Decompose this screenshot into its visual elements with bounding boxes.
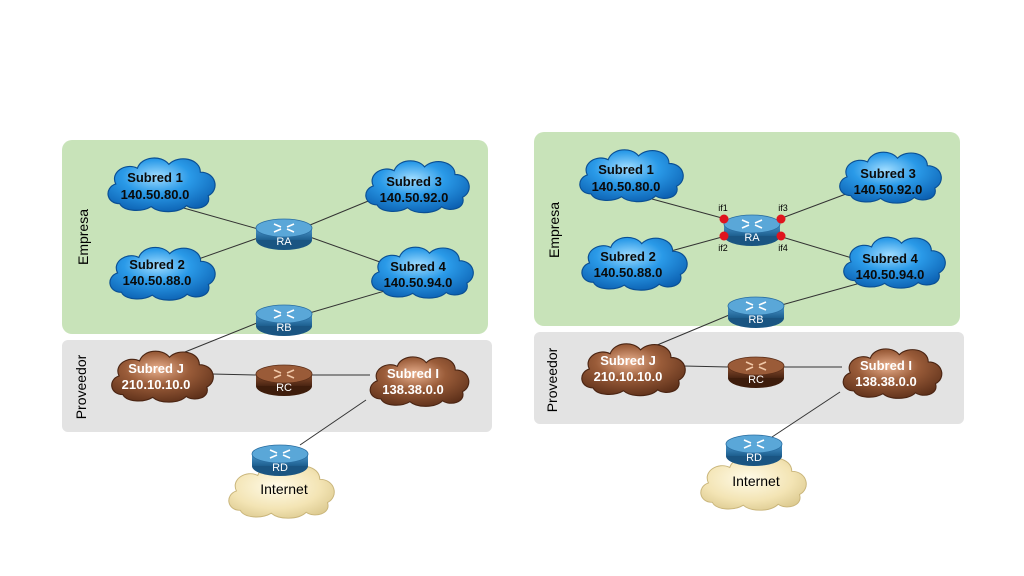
interface-dot-if4 bbox=[776, 231, 786, 241]
router-label: RA bbox=[744, 232, 760, 244]
router-label: RD bbox=[272, 462, 288, 474]
cloud-subred-i: Subred I 138.38.0.0 bbox=[369, 356, 470, 407]
subnet-name: Subred 2 bbox=[600, 249, 656, 264]
router-label: RD bbox=[746, 452, 762, 464]
router-rc: RC bbox=[727, 356, 785, 388]
cloud-subred-j: Subred J 210.10.10.0 bbox=[111, 350, 214, 403]
router-rd: RD bbox=[251, 444, 309, 476]
subnet-address: 140.50.88.0 bbox=[594, 265, 663, 280]
router-label: RC bbox=[748, 374, 764, 386]
cloud-subred-2: Subred 2 140.50.88.0 bbox=[109, 246, 216, 301]
interface-label-if4: if4 bbox=[778, 243, 788, 253]
interface-dot-if1 bbox=[719, 214, 729, 224]
internet-label: Internet bbox=[260, 481, 308, 497]
subnet-address: 138.38.0.0 bbox=[382, 382, 443, 397]
diagram-left: Empresa Proveedor Subred 1 140.50.80.0 S… bbox=[62, 140, 492, 519]
subnet-address: 140.50.92.0 bbox=[854, 182, 923, 197]
cloud-subred-3: Subred 3 140.50.92.0 bbox=[365, 160, 470, 214]
internet-label: Internet bbox=[732, 473, 780, 489]
subnet-name: Subred J bbox=[128, 361, 184, 376]
subnet-address: 140.50.80.0 bbox=[121, 187, 190, 202]
router-rc: RC bbox=[255, 364, 313, 396]
interface-label-if3: if3 bbox=[778, 203, 788, 213]
provider-label: Proveedor bbox=[544, 347, 560, 412]
cloud-subred-3: Subred 3 140.50.92.0 bbox=[839, 151, 942, 204]
subnet-name: Subred 1 bbox=[598, 162, 654, 177]
cloud-subred-1: Subred 1 140.50.80.0 bbox=[579, 149, 684, 203]
cloud-subred-2: Subred 2 140.50.88.0 bbox=[581, 236, 688, 291]
provider-label: Proveedor bbox=[73, 354, 89, 419]
subnet-name: Subred 3 bbox=[386, 174, 442, 189]
links bbox=[179, 196, 389, 446]
cloud-subred-4: Subred 4 140.50.94.0 bbox=[371, 246, 474, 299]
router-rb: RB bbox=[727, 296, 785, 328]
router-ra: RA bbox=[723, 214, 781, 246]
diagram-right: Empresa Proveedor Subred 1 140.50.80.0 S… bbox=[534, 132, 964, 511]
cloud-subred-1: Subred 1 140.50.80.0 bbox=[107, 157, 216, 213]
router-label: RB bbox=[276, 322, 291, 334]
subnet-address: 140.50.80.0 bbox=[592, 179, 661, 194]
subnet-name: Subred 4 bbox=[862, 251, 918, 266]
interface-label-if2: if2 bbox=[718, 243, 728, 253]
subnet-name: Subred 4 bbox=[390, 259, 446, 274]
subnet-name: Subred I bbox=[860, 358, 912, 373]
subnet-address: 140.50.92.0 bbox=[380, 190, 449, 205]
subnet-name: Subred J bbox=[600, 353, 656, 368]
links bbox=[649, 193, 865, 438]
interface-dot-if2 bbox=[719, 231, 729, 241]
subnet-name: Subred 3 bbox=[860, 166, 916, 181]
subnet-address: 210.10.10.0 bbox=[122, 377, 191, 392]
subnet-address: 140.50.94.0 bbox=[384, 275, 453, 290]
subnet-address: 140.50.94.0 bbox=[856, 267, 925, 282]
cloud-internet: Internet bbox=[700, 456, 808, 511]
interface-dot-if3 bbox=[776, 214, 786, 224]
cloud-internet: Internet bbox=[228, 464, 336, 519]
enterprise-label: Empresa bbox=[546, 202, 562, 258]
router-label: RA bbox=[276, 236, 292, 248]
router-rb: RB bbox=[255, 304, 313, 336]
enterprise-label: Empresa bbox=[75, 209, 91, 265]
cloud-subred-4: Subred 4 140.50.94.0 bbox=[843, 236, 946, 289]
router-label: RB bbox=[748, 314, 763, 326]
router-ra: RA bbox=[255, 218, 313, 250]
subnet-address: 138.38.0.0 bbox=[855, 374, 916, 389]
subnet-address: 140.50.88.0 bbox=[123, 273, 192, 288]
subnet-name: Subred 1 bbox=[127, 170, 183, 185]
cloud-subred-i: Subred I 138.38.0.0 bbox=[842, 348, 943, 399]
interfaces: if1 if2 if3 if4 bbox=[718, 203, 788, 253]
subnet-name: Subred 2 bbox=[129, 257, 185, 272]
subnet-name: Subred I bbox=[387, 366, 439, 381]
router-label: RC bbox=[276, 382, 292, 394]
cloud-subred-j: Subred J 210.10.10.0 bbox=[581, 343, 686, 397]
router-rd: RD bbox=[725, 434, 783, 466]
interface-label-if1: if1 bbox=[718, 203, 728, 213]
subnet-address: 210.10.10.0 bbox=[594, 369, 663, 384]
